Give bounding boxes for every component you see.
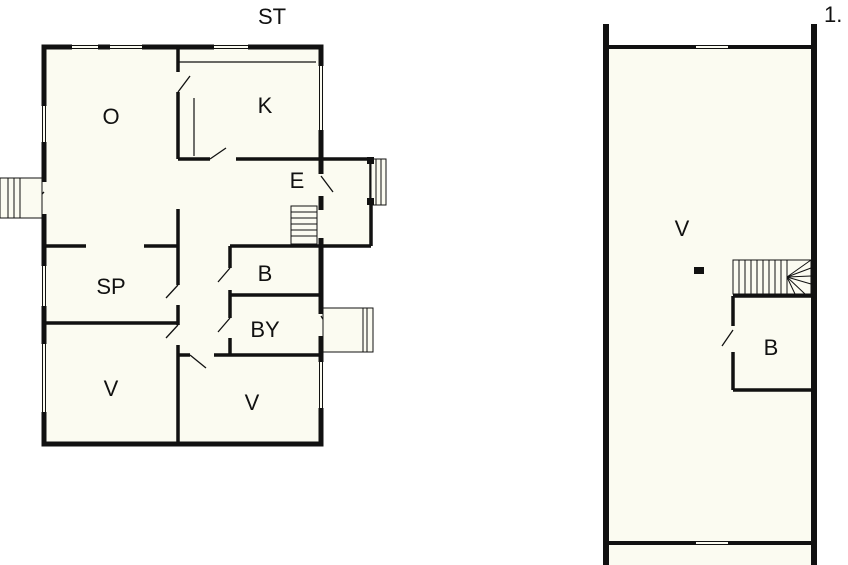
room-label-k: K (258, 93, 273, 118)
ground-floor-plan: O K E SP B BY V V (0, 44, 387, 447)
porch-posts (367, 157, 374, 205)
first-floor-stair (732, 259, 812, 295)
first-floor-area-bottom (606, 547, 814, 565)
room-label-o: O (102, 104, 119, 129)
first-floor-walls (603, 24, 817, 565)
first-floor-door (721, 329, 734, 347)
room-label-b: B (258, 261, 273, 286)
ground-stair (290, 205, 318, 245)
first-floor-label: 1. (824, 2, 843, 27)
room-label-by: BY (250, 317, 280, 342)
room-label-v-right: V (245, 390, 260, 415)
ground-outdoor-steps (0, 158, 387, 353)
room-label-sp: SP (96, 274, 125, 299)
ground-floor-label: ST (258, 4, 287, 29)
room-label-upper-v: V (675, 216, 690, 241)
chimney-marker (694, 267, 704, 274)
first-floor-windows (696, 45, 728, 545)
room-label-upper-b: B (764, 335, 779, 360)
room-label-e: E (290, 168, 305, 193)
entry-porch-area (321, 159, 371, 246)
ground-doors (29, 75, 334, 369)
kitchen-counter (178, 61, 316, 156)
room-label-v-left: V (104, 376, 119, 401)
first-floor-plan: V B (603, 24, 817, 565)
ground-windows (41, 44, 324, 412)
